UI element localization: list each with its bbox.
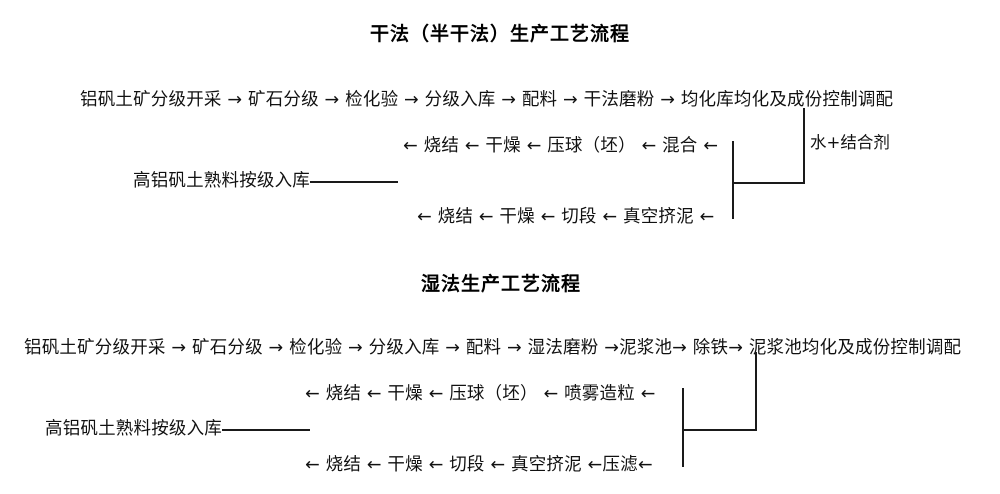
dry-connector-vertical-riser <box>732 141 734 219</box>
wet-connector-horizontal <box>682 429 757 431</box>
dry-connector-vertical-from-homogenizing <box>803 108 805 184</box>
wet-clinker-lead-line <box>222 429 310 431</box>
wet-process-row-3: 高铝矾土熟料按级入库 <box>45 419 222 439</box>
dry-process-title: 干法（半干法）生产工艺流程 <box>370 23 631 45</box>
wet-connector-vertical-riser <box>682 388 684 467</box>
wet-process-row-2: ← 烧结 ← 干燥 ← 压球（坯） ← 喷雾造粒 ← <box>305 384 656 404</box>
wet-process-title: 湿法生产工艺流程 <box>421 273 582 295</box>
dry-process-row-1: 铝矾土矿分级开采 → 矿石分级 → 检化验 → 分级入库 → 配料 → 干法磨粉… <box>80 90 894 110</box>
wet-process-row-4: ← 烧结 ← 干燥 ← 切段 ← 真空挤泥 ←压滤← <box>305 455 653 475</box>
dry-process-row-2: ← 烧结 ← 干燥 ← 压球（坯） ← 混合 ← <box>403 136 719 156</box>
dry-additive-label: 水+结合剂 <box>810 133 890 152</box>
dry-clinker-lead-line <box>310 181 398 183</box>
dry-process-row-4: ← 烧结 ← 干燥 ← 切段 ← 真空挤泥 ← <box>417 207 715 227</box>
wet-connector-vertical-from-homogenizing <box>755 352 757 430</box>
dry-connector-horizontal <box>732 182 805 184</box>
dry-process-row-3: 高铝矾土熟料按级入库 <box>133 171 310 191</box>
wet-process-row-1: 铝矾土矿分级开采 → 矿石分级 → 检化验 → 分级入库 → 配料 → 湿法磨粉… <box>24 338 962 358</box>
